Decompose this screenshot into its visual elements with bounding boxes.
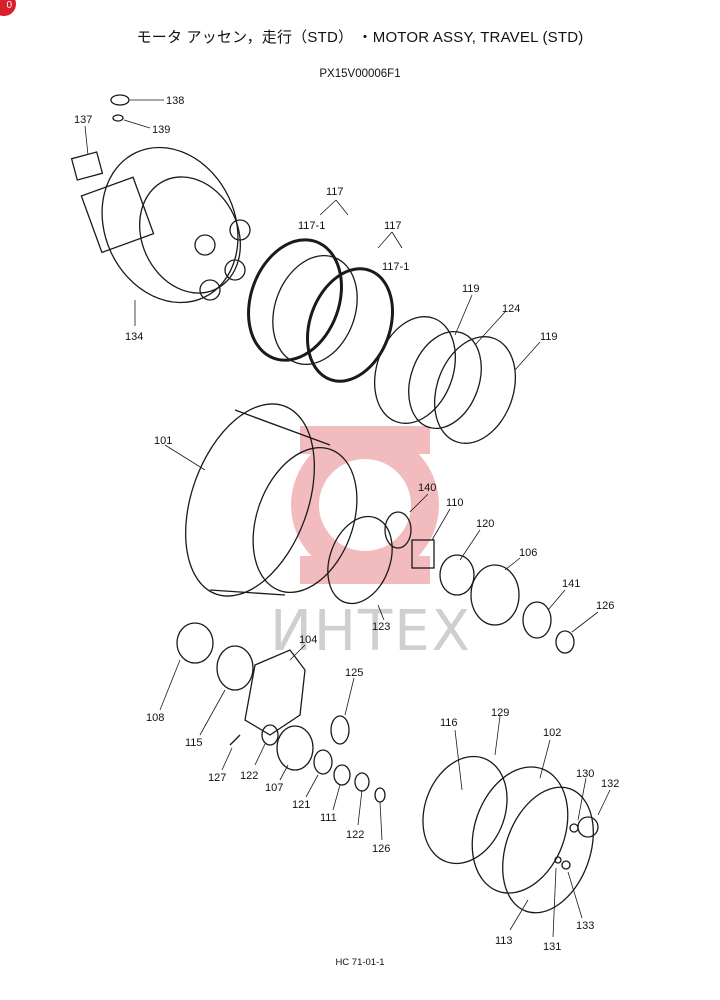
callout-126-a: 126 [596, 600, 614, 612]
hub-101 [185, 403, 358, 597]
floating-seal-117-c [305, 267, 395, 383]
gear-106 [470, 564, 520, 626]
callout-141: 141 [562, 578, 580, 590]
callout-127: 127 [208, 772, 226, 784]
callout-130: 130 [576, 768, 594, 780]
callout-122-a: 122 [240, 770, 258, 782]
callout-101: 101 [154, 435, 172, 447]
pin-111 [333, 764, 351, 786]
snap-ring-126-a [555, 630, 575, 654]
carrier-104 [244, 649, 306, 736]
needle-bearing-121 [313, 749, 333, 775]
watermark-logo [291, 426, 439, 584]
watermark-text: ИНТЕХ [270, 599, 472, 664]
callout-107: 107 [265, 782, 283, 794]
callout-137: 137 [74, 114, 92, 126]
diagram-code: PX15V00006F1 [319, 68, 401, 80]
plug-132 [577, 816, 599, 838]
gear-107 [276, 725, 314, 771]
callout-140: 140 [418, 482, 436, 494]
bearing-119-a [373, 316, 457, 424]
callout-119-a: 119 [462, 283, 480, 295]
pin-127 [229, 734, 241, 746]
callout-117-a: 117 [326, 186, 344, 198]
washer-122-a [261, 724, 279, 746]
thrust-washer-140 [384, 511, 412, 549]
bearing-119-b [433, 336, 517, 444]
plate-137 [70, 151, 104, 181]
callout-129: 129 [491, 707, 509, 719]
callout-132: 132 [601, 778, 619, 790]
callout-111: 111 [320, 812, 337, 824]
callout-133: 133 [576, 920, 594, 932]
snap-ring-125 [330, 715, 350, 745]
motor-housing [80, 146, 251, 304]
callout-126-b: 126 [372, 843, 390, 855]
callout-138: 138 [166, 95, 184, 107]
oring-131 [554, 856, 562, 864]
callout-102: 102 [543, 727, 561, 739]
diagram-title: モータ アッセン，走行（STD） ・MOTOR ASSY, TRAVEL (ST… [136, 29, 584, 46]
snap-ring-126-b [374, 787, 386, 803]
plug-138 [110, 94, 130, 106]
plug-133 [561, 860, 571, 870]
callout-121: 121 [292, 799, 310, 811]
callout-124: 124 [502, 303, 520, 315]
callout-106: 106 [519, 547, 537, 559]
floating-seal-117-a [247, 238, 343, 362]
callout-134: 134 [125, 331, 143, 343]
callout-110: 110 [446, 497, 464, 509]
callout-117-1-a: 117-1 [298, 220, 325, 232]
callout-115: 115 [185, 737, 203, 749]
corner-badge: 0 [0, 0, 16, 16]
callout-104: 104 [299, 634, 317, 646]
callout-122-b: 122 [346, 829, 364, 841]
callout-123: 123 [372, 621, 390, 633]
callout-120: 120 [476, 518, 494, 530]
washer-141 [522, 601, 552, 639]
floating-seal-117-b [272, 254, 358, 366]
cover-116 [422, 755, 508, 865]
callout-116: 116 [440, 717, 458, 729]
callout-108: 108 [146, 712, 164, 724]
ring-123 [327, 515, 393, 605]
oring-139 [112, 114, 124, 122]
washer-115 [216, 645, 254, 691]
callouts: 138 139 137 134 117 117-1 117 117-1 119 … [74, 95, 619, 953]
callout-131: 131 [543, 941, 561, 953]
callout-125: 125 [345, 667, 363, 679]
callout-119-b: 119 [540, 331, 558, 343]
cover-102 [471, 766, 569, 894]
oring-113 [502, 786, 594, 914]
gear-120 [439, 554, 475, 596]
washer-122-b [354, 772, 370, 792]
leader-lines [84, 99, 611, 938]
page-footer: HC 71-01-1 [335, 957, 385, 968]
callout-117-1-b: 117-1 [382, 261, 409, 273]
callout-139: 139 [152, 124, 170, 136]
shim-124 [408, 330, 482, 430]
needle-bearing-110 [411, 539, 435, 569]
callout-117-b: 117 [384, 220, 402, 232]
callout-113: 113 [495, 935, 513, 947]
sun-gear-108 [176, 622, 214, 664]
oring-130 [569, 823, 579, 833]
